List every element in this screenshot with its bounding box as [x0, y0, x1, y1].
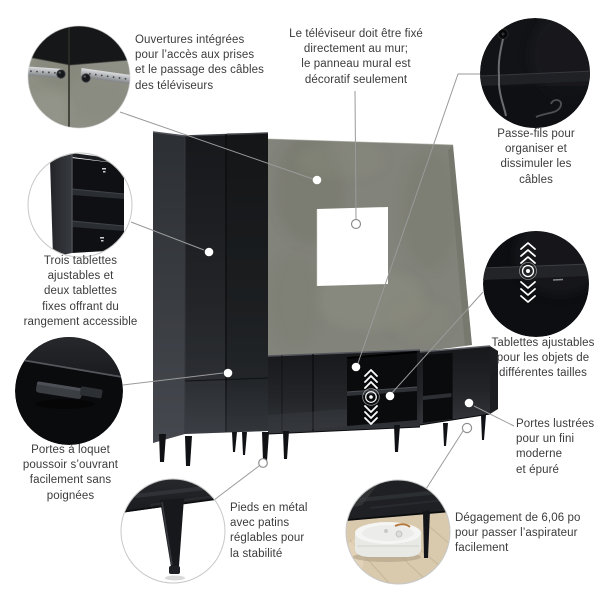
- tv-stand: [267, 349, 421, 435]
- callout-vacuum-clearance: Dégagement de 6,06 po pour passer l’aspir…: [455, 511, 581, 557]
- callout-line-wire-management: [356, 73, 481, 367]
- callout-text-line: directement au mur;: [303, 43, 409, 56]
- callout-text-line: Dégagement de 6,06 po: [455, 512, 581, 524]
- callout-text-line: Ouvertures intégrées: [135, 34, 245, 46]
- callout-dot-wire-management: [351, 362, 361, 372]
- callout-text-line: pour l’accès aux prises: [135, 49, 255, 62]
- detail-circle-wire-management: [480, 18, 590, 128]
- callout-wire-management: Passe-fils pour organiser et dissimuler le…: [477, 127, 595, 188]
- open-door: [50, 154, 72, 257]
- callout-line-storage-shelves: [130, 221, 205, 251]
- detail-circle-cable-openings: [27, 25, 131, 129]
- callout-cable-openings: Ouvertures intégrées pour l’accès aux pri…: [135, 33, 264, 94]
- callout-dot-adjustable-shelves: [385, 391, 395, 401]
- callout-line-tv-mount: [354, 90, 357, 220]
- callout-text-line: Pieds en métal: [230, 502, 308, 514]
- callout-text-line: avec patins: [230, 517, 290, 530]
- callout-line-clearance: [425, 430, 464, 490]
- callout-line-glossy-doors: [473, 405, 515, 427]
- callout-tv-mount-note: Le téléviseur doit être fixé directement …: [275, 27, 437, 88]
- callout-dot-storage-shelves: [204, 247, 214, 257]
- callout-text-line: des téléviseurs: [135, 79, 214, 92]
- shelf-pin-marks: [100, 168, 106, 242]
- callout-dot-push-latch: [223, 368, 233, 378]
- callout-line-cable-openings: [119, 111, 314, 180]
- metal-legs: [159, 415, 486, 466]
- callout-text-line: Portes lustrées: [516, 418, 595, 430]
- callout-line-metal-legs: [213, 465, 260, 501]
- robot-vacuum-icon: [355, 522, 421, 557]
- detail-circle-push-latch: [15, 337, 123, 445]
- callout-ring-metal-legs: [258, 458, 268, 468]
- callout-text-line: poussoir s’ouvrant: [22, 459, 119, 472]
- callout-text-line: et épuré: [516, 463, 559, 476]
- callout-text-line: ajustables et: [47, 270, 114, 283]
- metal-strip-left-icon: [28, 65, 63, 78]
- callout-metal-legs: Pieds en métal avec patins réglables pour l…: [230, 501, 307, 562]
- detail-circle-adjustable-shelves: [483, 231, 589, 337]
- callout-adjustable-shelves: Tablettes ajustables pour les objets de di…: [478, 336, 600, 382]
- callout-text-line: pour passer l’aspirateur: [455, 527, 578, 540]
- callout-dot-glossy-doors: [464, 398, 474, 408]
- callout-line-push-latch: [122, 372, 224, 386]
- metal-strip-right-icon: [80, 68, 130, 85]
- cable-icon: [497, 38, 507, 117]
- callout-push-latch-doors: Portes à loquet poussoir s’ouvrant facilem…: [3, 443, 138, 504]
- callout-text-line: deux tablettes: [43, 285, 117, 298]
- detail-circle-metal-leg: [120, 478, 226, 584]
- adjustable-shelf-arrows-icon: [519, 242, 537, 303]
- callout-text-line: rangement accessible: [23, 315, 138, 328]
- callout-text-line: poignées: [46, 489, 95, 502]
- detail-circle-storage-shelves: [27, 152, 133, 258]
- callout-text-line: organiser et: [505, 143, 567, 156]
- callout-ring-clearance: [461, 422, 473, 434]
- callout-line-adjustable-shelves: [390, 291, 484, 395]
- callout-text-line: Passe-fils pour: [497, 128, 575, 140]
- callout-text-line: décoratif seulement: [304, 73, 408, 86]
- tv-mount-cutout: [316, 207, 388, 286]
- callout-text-line: la stabilité: [230, 547, 283, 560]
- callout-text-line: Portes à loquet: [31, 444, 110, 456]
- adjustable-shelf-arrows-icon: [362, 369, 380, 425]
- callout-text-line: pour un fini: [516, 433, 575, 446]
- callout-text-line: dissimuler les: [500, 158, 572, 171]
- callout-text-line: câbles: [519, 173, 553, 186]
- callout-text-line: facilement sans: [29, 474, 112, 487]
- callout-text-line: et le passage des câbles: [135, 64, 264, 77]
- callout-text-line: réglables pour: [230, 532, 305, 545]
- callout-text-line: Trois tablettes: [43, 255, 118, 267]
- callout-text-line: facilement: [455, 542, 509, 555]
- callout-storage-shelves: Trois tablettes ajustables et deux tablett…: [8, 254, 153, 330]
- callout-text-line: moderne: [516, 448, 563, 461]
- callout-glossy-doors: Portes lustrées pour un fini moderne et épu…: [516, 417, 594, 478]
- callout-text-line: différentes tailles: [499, 367, 587, 380]
- callout-dot-cable-openings: [312, 175, 322, 185]
- cabinet-leg: [423, 510, 430, 558]
- callout-text-line: Le téléviseur doit être fixé: [289, 28, 423, 40]
- callout-ring-tv-mount: [350, 218, 362, 230]
- metal-leg-icon: [160, 498, 185, 581]
- tall-cabinet: [152, 131, 269, 443]
- callout-text-line: le panneau mural est: [301, 58, 411, 71]
- wall-panel: [267, 138, 472, 357]
- callout-text-line: fixes offrant du: [42, 300, 119, 313]
- push-latch-icon: [35, 381, 103, 399]
- callout-text-line: pour les objets de: [496, 352, 590, 365]
- detail-circle-vacuum-clearance: [345, 479, 451, 585]
- callout-text-line: Tablettes ajustables: [491, 337, 595, 349]
